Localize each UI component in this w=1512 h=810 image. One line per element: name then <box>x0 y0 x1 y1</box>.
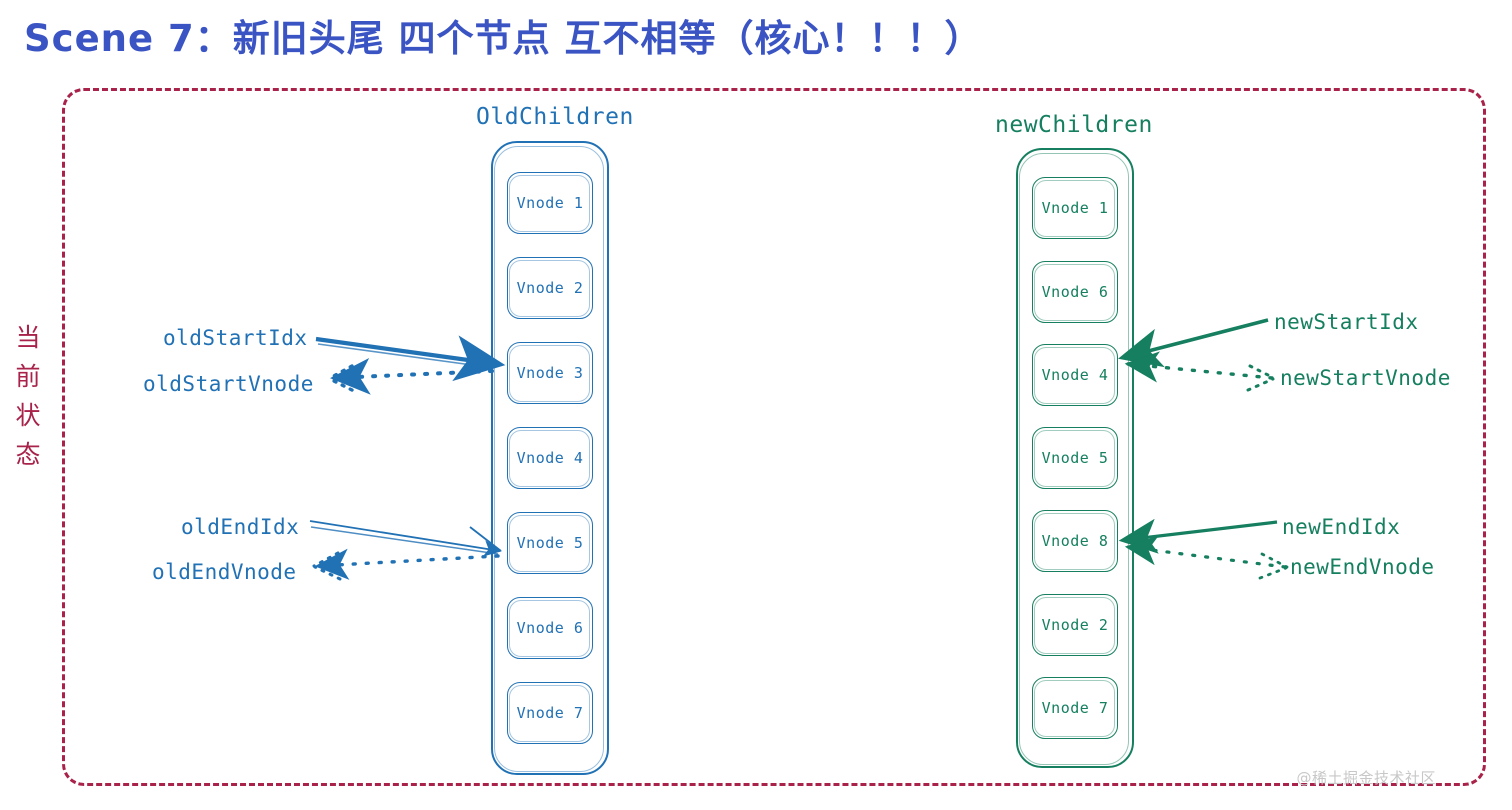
old-children-stack: Vnode 1 Vnode 2 Vnode 3 Vnode 4 Vnode 5 … <box>493 143 607 773</box>
old-start-idx-label: oldStartIdx <box>163 326 308 350</box>
new-end-vnode-label: newEndVnode <box>1290 555 1435 579</box>
new-start-idx-label: newStartIdx <box>1274 310 1419 334</box>
old-vnode-item[interactable]: Vnode 2 <box>507 257 593 319</box>
new-end-idx-label: newEndIdx <box>1282 515 1401 539</box>
new-vnode-item[interactable]: Vnode 8 <box>1032 510 1118 573</box>
old-children-heading: OldChildren <box>476 104 634 130</box>
old-end-vnode-label: oldEndVnode <box>152 560 297 584</box>
new-children-container: Vnode 1 Vnode 6 Vnode 4 Vnode 5 Vnode 8 … <box>1016 148 1134 768</box>
new-vnode-item[interactable]: Vnode 2 <box>1032 593 1118 656</box>
new-start-vnode-label: newStartVnode <box>1280 366 1451 390</box>
watermark: @稀土掘金技术社区 <box>1296 769 1436 787</box>
page-title: Scene 7：新旧头尾 四个节点 互不相等（核心！！！） <box>24 17 983 60</box>
dashed-frame-border <box>62 88 1486 786</box>
new-vnode-item[interactable]: Vnode 1 <box>1032 177 1118 240</box>
old-vnode-item[interactable]: Vnode 4 <box>507 427 593 489</box>
old-vnode-item[interactable]: Vnode 7 <box>507 682 593 744</box>
old-start-vnode-label: oldStartVnode <box>143 372 314 396</box>
current-state-label: 当 前 状 态 <box>12 318 44 474</box>
old-children-container: Vnode 1 Vnode 2 Vnode 3 Vnode 4 Vnode 5 … <box>491 141 609 775</box>
old-vnode-item[interactable]: Vnode 5 <box>507 512 593 574</box>
new-vnode-item[interactable]: Vnode 4 <box>1032 343 1118 406</box>
new-children-stack: Vnode 1 Vnode 6 Vnode 4 Vnode 5 Vnode 8 … <box>1018 150 1132 766</box>
new-vnode-item[interactable]: Vnode 7 <box>1032 676 1118 739</box>
old-vnode-item[interactable]: Vnode 1 <box>507 172 593 234</box>
new-vnode-item[interactable]: Vnode 6 <box>1032 260 1118 323</box>
state-label-char-3: 状 <box>15 401 41 430</box>
old-vnode-item[interactable]: Vnode 6 <box>507 597 593 659</box>
state-label-char-1: 当 <box>15 323 41 352</box>
state-label-char-4: 态 <box>15 440 41 469</box>
state-label-char-2: 前 <box>15 362 41 391</box>
new-children-heading: newChildren <box>995 112 1153 138</box>
old-vnode-item[interactable]: Vnode 3 <box>507 342 593 404</box>
new-vnode-item[interactable]: Vnode 5 <box>1032 427 1118 489</box>
old-end-idx-label: oldEndIdx <box>181 515 300 539</box>
